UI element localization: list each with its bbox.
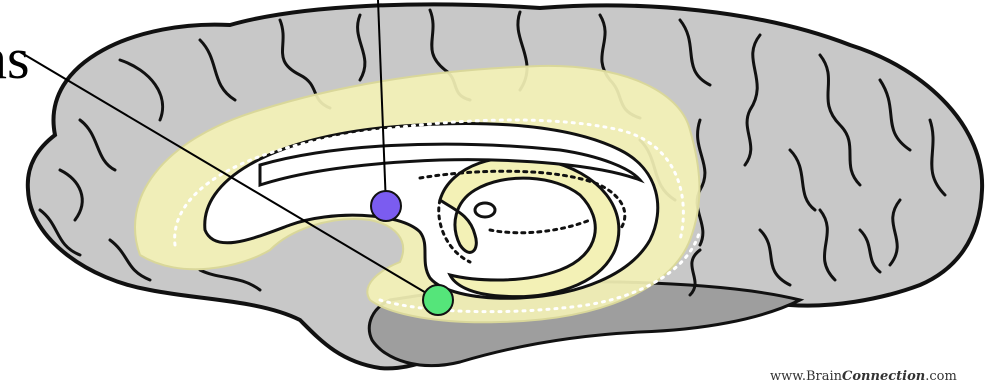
credit-emphasis: Connection (842, 369, 925, 384)
marker-upper (371, 191, 401, 221)
credit-suffix: .com (925, 369, 957, 384)
credit-prefix: www.Brain (770, 369, 843, 384)
source-credit: www.BrainConnection.com (770, 369, 957, 384)
thalamus-oval (475, 203, 495, 217)
marker-lower (423, 285, 453, 315)
partial-structure-label: ns (0, 26, 30, 91)
